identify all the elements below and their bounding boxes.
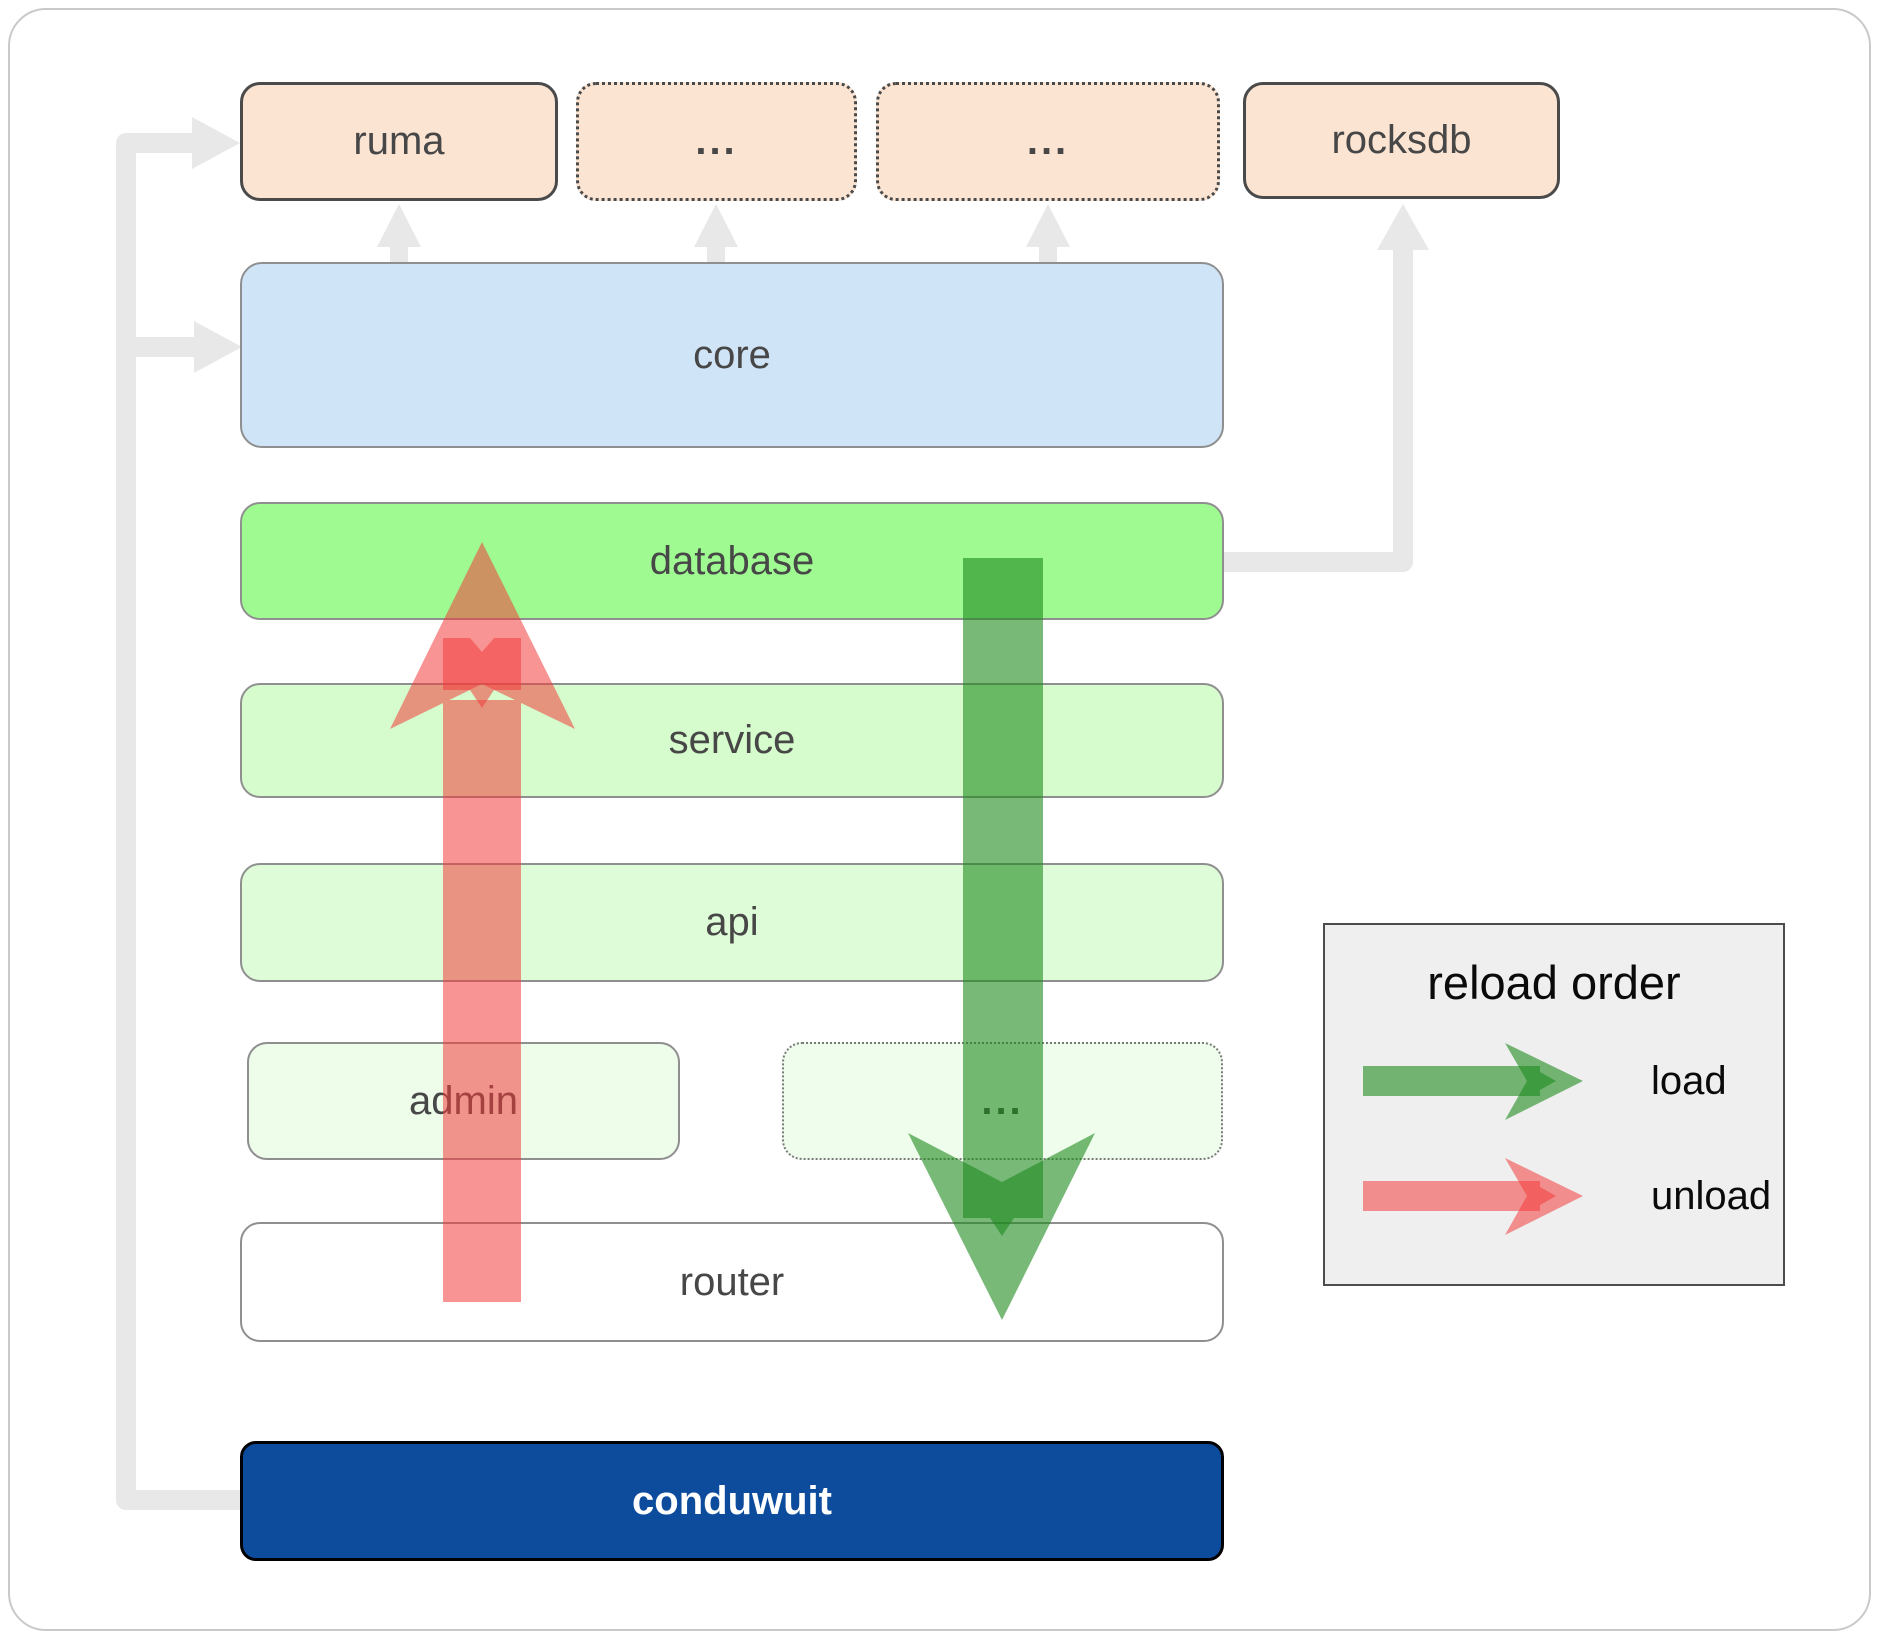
node-router: router	[240, 1222, 1224, 1342]
legend-item-load-label: load	[1651, 1059, 1727, 1103]
node-service-label: service	[668, 718, 796, 762]
legend-title: reload order	[1427, 956, 1681, 1009]
node-api: api	[240, 863, 1224, 982]
node-database: database	[240, 502, 1224, 620]
node-rocksdb-label: rocksdb	[1331, 118, 1472, 162]
node-ellipsis-admin-row: ...	[782, 1042, 1223, 1160]
node-ruma-label: ruma	[353, 119, 445, 163]
node-ellipsis-top-1: ...	[576, 82, 857, 201]
node-service: service	[240, 683, 1224, 798]
node-core-label: core	[693, 332, 771, 377]
node-conduwuit-label: conduwuit	[632, 1478, 832, 1523]
node-admin: admin	[247, 1042, 680, 1160]
node-rocksdb: rocksdb	[1243, 82, 1560, 199]
node-api-label: api	[705, 900, 759, 944]
node-conduwuit: conduwuit	[240, 1441, 1224, 1561]
diagram-border	[8, 8, 1871, 1631]
node-ruma: ruma	[240, 82, 558, 201]
node-router-label: router	[679, 1259, 785, 1304]
legend-item-unload-label: unload	[1651, 1174, 1772, 1218]
node-ellipsis-label: ...	[981, 1078, 1024, 1123]
node-ellipsis-label: ...	[695, 119, 738, 163]
node-database-label: database	[649, 538, 815, 583]
node-ellipsis-top-2: ...	[876, 82, 1220, 201]
node-ellipsis-label: ...	[1026, 119, 1070, 163]
node-core: core	[240, 262, 1224, 448]
legend-panel: reload order load unload	[1323, 923, 1785, 1286]
node-admin-label: admin	[409, 1078, 518, 1123]
